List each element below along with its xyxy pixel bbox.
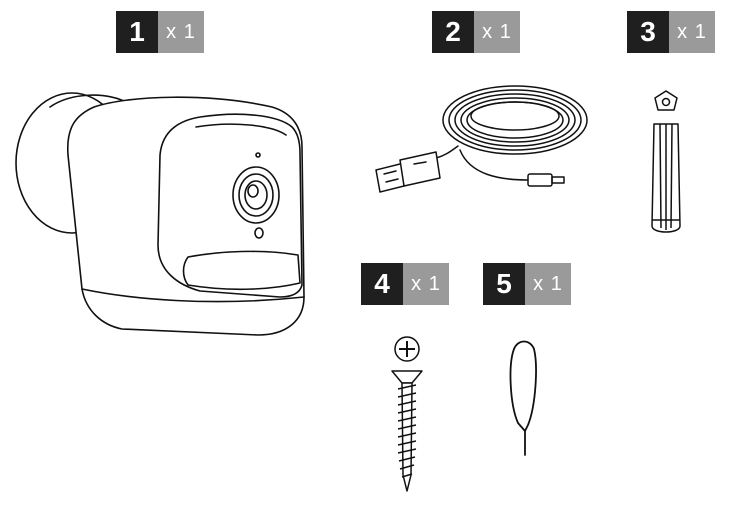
usb-cable-icon xyxy=(370,80,595,200)
camera-icon xyxy=(10,85,310,340)
item-number: 5 xyxy=(483,263,525,305)
item-badge-1: 1 x 1 xyxy=(116,11,204,53)
item-badge-5: 5 x 1 xyxy=(483,263,571,305)
item-quantity: x 1 xyxy=(669,11,715,53)
item-quantity: x 1 xyxy=(474,11,520,53)
item-number: 2 xyxy=(432,11,474,53)
item-quantity: x 1 xyxy=(403,263,449,305)
item-number: 3 xyxy=(627,11,669,53)
item-number: 4 xyxy=(361,263,403,305)
item-badge-3: 3 x 1 xyxy=(627,11,715,53)
item-badge-4: 4 x 1 xyxy=(361,263,449,305)
reset-pin-icon xyxy=(500,335,550,465)
item-number: 1 xyxy=(116,11,158,53)
screw-icon xyxy=(380,335,435,495)
item-quantity: x 1 xyxy=(525,263,571,305)
wall-anchor-icon xyxy=(640,88,700,238)
item-badge-2: 2 x 1 xyxy=(432,11,520,53)
item-quantity: x 1 xyxy=(158,11,204,53)
